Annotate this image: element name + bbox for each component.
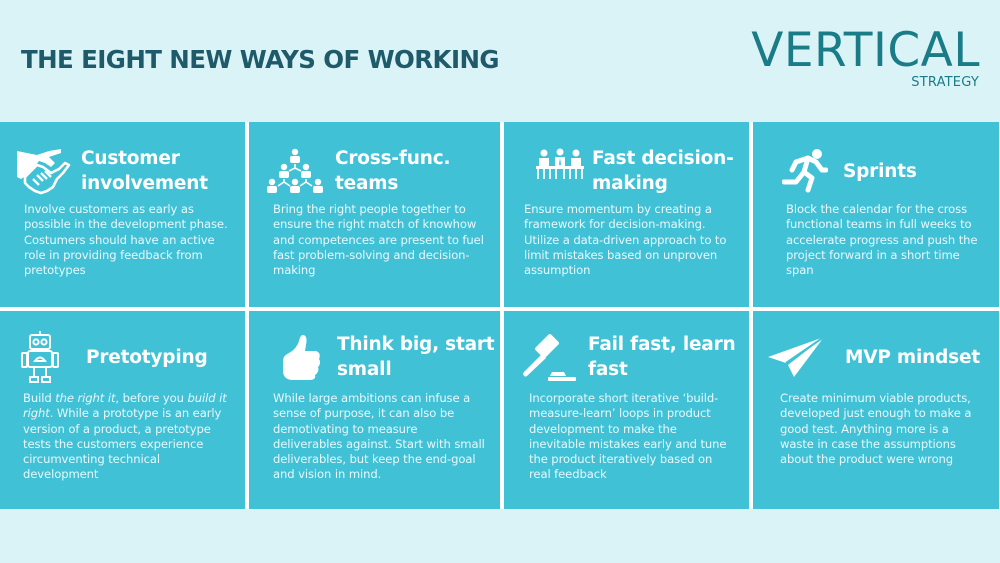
body-text: , before you [115, 391, 188, 405]
tile-customer-involvement: Customer involvement Involve customers a… [0, 122, 245, 307]
meeting-table-icon [536, 148, 584, 180]
team-hierarchy-icon [267, 148, 323, 194]
tile-mvp-mindset: MVP mindset Create minimum viable produc… [753, 311, 999, 509]
body-text: Build [23, 391, 56, 405]
page-title: THE EIGHT NEW WAYS OF WORKING [21, 45, 500, 74]
tile-title: Sprints [843, 160, 917, 182]
tile-title: Cross-func. teams [335, 148, 451, 194]
tile-title: Pretotyping [86, 346, 208, 368]
tile-description: Bring the right people together to ensur… [273, 202, 484, 278]
tile-fail-fast-learn-fast: Fail fast, learn fast Incorporate short … [504, 311, 749, 509]
tile-title: Think big, start small [337, 334, 495, 380]
body-text: . While a prototype is an early version … [23, 406, 222, 482]
tile-title: MVP mindset [845, 346, 980, 368]
handshake-icon [15, 147, 71, 195]
paper-plane-icon [767, 335, 827, 379]
logo-main-text: VERTICAL [751, 23, 980, 78]
tile-title: Customer involvement [81, 148, 208, 194]
tile-pretotyping: Pretotyping Build the right it, before y… [0, 311, 245, 509]
tile-description: Incorporate short iterative ‘build-measu… [529, 391, 727, 482]
tile-description: Create minimum viable products, develope… [780, 391, 972, 467]
tile-sprints: Sprints Block the calendar for the cross… [753, 122, 999, 307]
body-emphasis: build it right [23, 391, 227, 421]
body-emphasis: the right it [55, 391, 116, 405]
tile-description: Build the right it, before you build it … [0, 391, 245, 483]
vertical-strategy-logo: VERTICAL STRATEGY [751, 23, 980, 90]
tile-description: Ensure momentum by creating a framework … [524, 202, 727, 278]
tile-cross-functional-teams: Cross-func. teams Bring the right people… [249, 122, 500, 307]
robot-icon [20, 330, 60, 384]
logo-sub-text: STRATEGY [911, 75, 979, 90]
ways-of-working-grid: Customer involvement Involve customers a… [0, 122, 1000, 509]
tile-title: Fail fast, learn fast [588, 334, 736, 380]
gavel-icon [518, 332, 578, 382]
tile-description: While large ambitions can infuse a sense… [273, 391, 485, 482]
tile-fast-decision-making: Fast decision-making Ensure momentum by … [504, 122, 749, 307]
tile-description: Involve customers as early as possible i… [24, 202, 228, 278]
running-person-icon [781, 148, 829, 194]
tile-think-big-start-small: Think big, start small While large ambit… [249, 311, 500, 509]
tile-title: Fast decision-making [592, 148, 734, 194]
thumbs-up-icon [279, 333, 323, 381]
tile-description: Block the calendar for the cross functio… [786, 202, 978, 278]
